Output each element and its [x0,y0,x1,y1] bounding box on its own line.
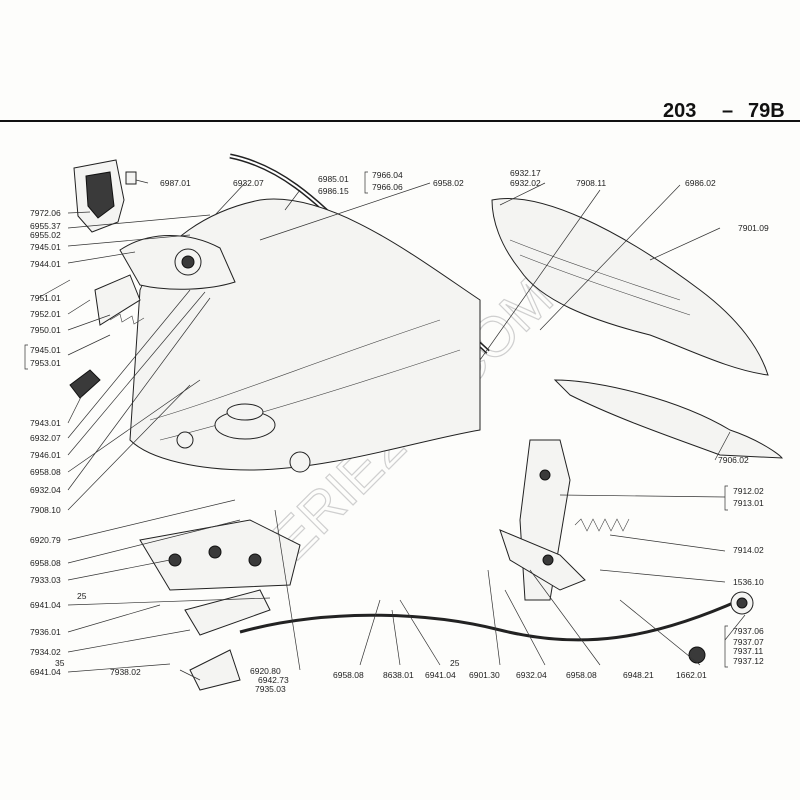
label-brackets [24,171,728,668]
label-6920-80: 6920.80 [250,666,281,676]
leader-lines [37,179,746,681]
label-6958-08: 6958.08 [30,467,61,477]
label-6932-07-top: 6932.07 [233,178,264,188]
label-7944-01: 7944.01 [30,259,61,269]
label-7966-04: 7966.04 [372,170,403,180]
latch-plate [139,519,301,591]
plate-number: 79B [748,100,785,122]
label-6901-30: 6901.30 [469,670,500,680]
label-6941-04-b: 6941.04 [30,667,61,677]
label-8638-01: 8638.01 [383,670,414,680]
label-7901-09: 7901.09 [738,223,769,233]
label-6958-08-d: 6958.08 [566,670,597,680]
label-1536-10: 1536.10 [733,577,764,587]
label-6941-04-c: 6941.04 [425,670,456,680]
front-grille-cover [119,235,236,290]
label-7914-02: 7914.02 [733,545,764,555]
label-6941-04-c-superscript: 25 [450,658,460,668]
label-7937-06: 7937.06 [733,626,764,636]
label-6941-04-superscript: 25 [77,591,87,601]
label-6942-73: 6942.73 [258,675,289,685]
hood-side-reinforcement [553,379,783,459]
label-7908-11: 7908.11 [576,178,606,188]
label-7953-01: 7953.01 [30,358,61,368]
label-6932-04: 6932.04 [30,485,61,495]
label-6941-04: 6941.04 [30,600,61,610]
label-6941-04-b-superscript: 35 [55,658,65,668]
label-7912-02: 7912.02 [733,486,764,496]
label-7908-10: 7908.10 [30,505,61,515]
model-number: 203 [663,100,696,122]
label-7972-06: 7972.06 [30,208,61,218]
label-7934-02: 7934.02 [30,647,61,657]
label-7945-01-b: 7945.01 [30,345,61,355]
latch-spring-stack [69,274,145,399]
label-6986-15: 6986.15 [318,186,349,196]
label-6958-08-b: 6958.08 [30,558,61,568]
hood-panel [491,198,769,376]
safety-catch [184,589,271,691]
label-6955-37: 6955.37 [30,221,61,231]
label-7950-01: 7950.01 [30,325,61,335]
badge-emblem [73,159,137,233]
label-6932-17: 6932.17 [510,168,541,178]
label-7937-11: 7937.11 [733,646,763,656]
label-7913-01: 7913.01 [733,498,764,508]
hood-hinge-assembly [499,439,586,601]
label-7935-03: 7935.03 [255,684,286,694]
label-7945-01: 7945.01 [30,242,61,252]
label-6920-79: 6920.79 [30,535,61,545]
label-7938-02: 7938.02 [110,667,141,677]
label-6987-01: 6987.01 [160,178,191,188]
label-6932-07: 6932.07 [30,433,61,443]
label-7951-01: 7951.01 [30,293,61,303]
label-7966-06: 7966.06 [372,182,403,192]
label-6958-02: 6958.02 [433,178,464,188]
label-6958-08-c: 6958.08 [333,670,364,680]
release-cable [239,591,754,664]
label-6948-21: 6948.21 [623,670,654,680]
label-7906-02: 7906.02 [718,455,749,465]
label-6932-04-b: 6932.04 [516,670,547,680]
label-7933-03: 7933.03 [30,575,61,585]
label-6932-02: 6932.02 [510,178,541,188]
label-7937-12: 7937.12 [733,656,764,666]
label-6986-02: 6986.02 [685,178,716,188]
label-1662-01: 1662.01 [676,670,707,680]
label-6985-01: 6985.01 [318,174,349,184]
hinge-spring [574,518,630,532]
label-7952-01: 7952.01 [30,309,61,319]
label-7943-01: 7943.01 [30,418,61,428]
label-7937-07: 7937.07 [733,637,764,647]
label-7936-01: 7936.01 [30,627,61,637]
header-dash: – [722,100,733,122]
label-7946-01: 7946.01 [30,450,61,460]
label-6955-02: 6955.02 [30,230,61,240]
